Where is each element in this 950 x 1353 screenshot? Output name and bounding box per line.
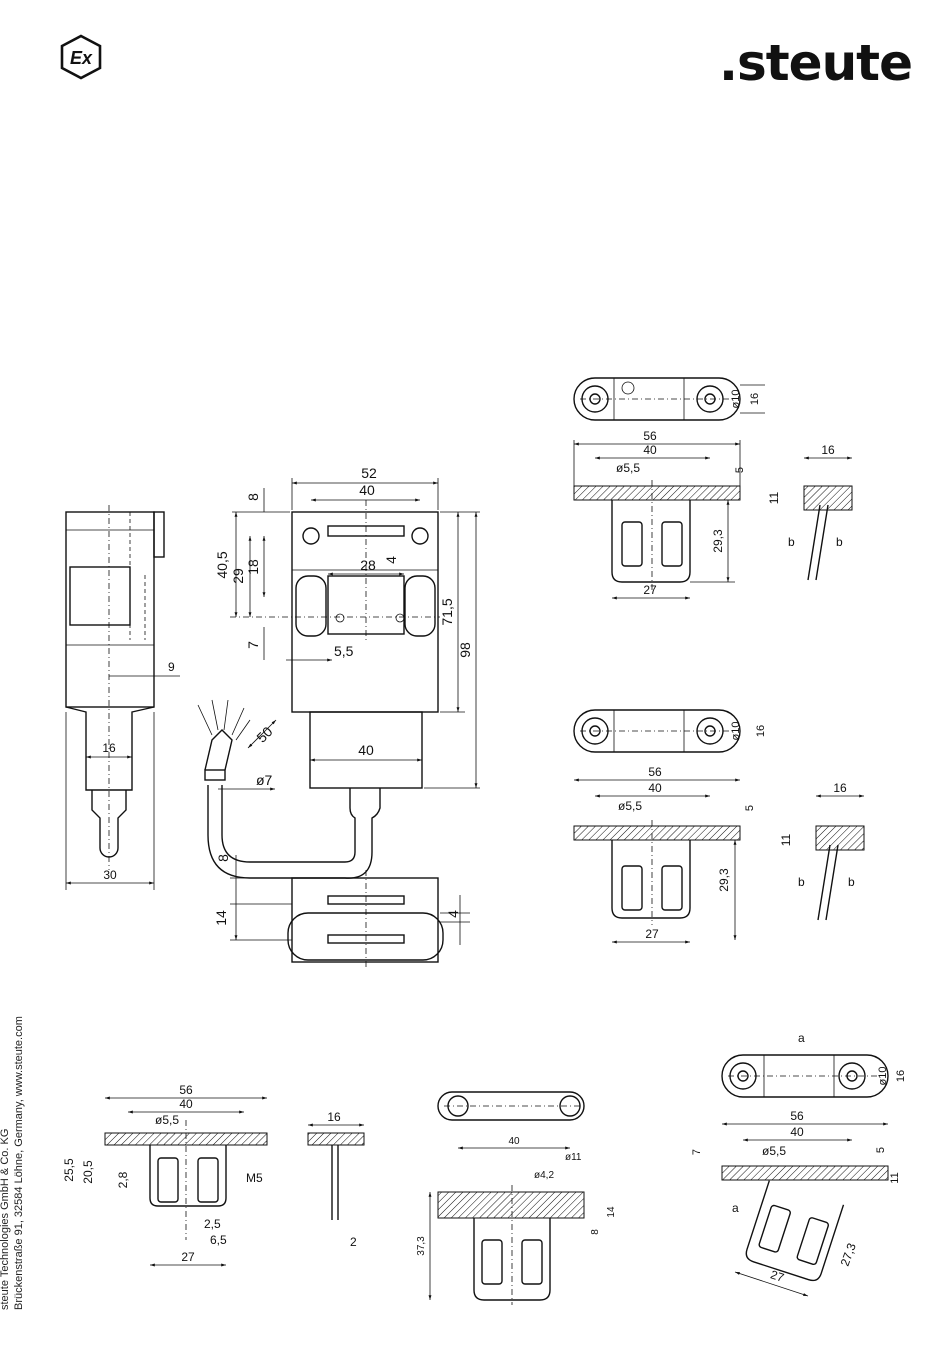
dim-2-8: 2,8 [116, 1171, 130, 1188]
actuator-bottom-mid: 40 ø11 ø4,2 14 8 37,3 [416, 1091, 617, 1305]
bottom-view: 8 14 4 [213, 854, 470, 968]
dim-dia5-5: ø5,5 [618, 799, 642, 813]
dim-27: 27 [181, 1250, 195, 1264]
dim-40: 40 [508, 1136, 520, 1147]
dim-50: 50 [253, 723, 275, 745]
dim-dia10: ø10 [730, 722, 742, 741]
label-b: b [798, 875, 805, 889]
dim-28: 28 [360, 557, 376, 573]
dim-71-5: 71,5 [439, 598, 455, 625]
ex-mark: Ex [70, 48, 93, 68]
footer-company: steute Technologies GmbH & Co. KG [0, 1128, 11, 1310]
dim-dia11: ø11 [565, 1152, 582, 1163]
label-b: b [788, 535, 795, 549]
dim-37-3: 37,3 [416, 1236, 427, 1256]
dim-29-3: 29,3 [717, 868, 731, 892]
dim-56: 56 [648, 765, 662, 779]
dim-27: 27 [769, 1267, 786, 1285]
dim-27-3: 27,3 [838, 1241, 859, 1268]
footer-address: steute Technologies GmbH & Co. KG Brücke… [0, 1016, 26, 1310]
dim-14: 14 [606, 1206, 617, 1218]
dim-2-5: 2,5 [204, 1217, 221, 1231]
dim-dia5-5: ø5,5 [762, 1144, 786, 1158]
dim-16: 16 [749, 393, 761, 405]
dim-27: 27 [645, 927, 659, 941]
dim-5-5: 5,5 [334, 643, 354, 659]
dim-40: 40 [790, 1125, 804, 1139]
dim-5: 5 [744, 805, 756, 811]
dim-29: 29 [230, 568, 246, 584]
label-a: a [798, 1031, 805, 1045]
dim-2: 2 [350, 1235, 357, 1249]
label-b2: b [836, 535, 843, 549]
dim-40: 40 [643, 443, 657, 457]
dim-5: 5 [734, 467, 746, 473]
dim-25-5: 25,5 [62, 1158, 76, 1182]
dim-98: 98 [457, 642, 473, 658]
actuator-mid: ø10 16 56 40 ø5,5 5 29,3 27 16 11 b b [573, 709, 865, 944]
dim-29-3: 29,3 [711, 529, 725, 553]
dim-4: 4 [383, 556, 399, 564]
footer-street: Brückenstraße 91, 32584 Löhne, Germany, … [13, 1016, 25, 1310]
dim-5: 5 [875, 1147, 887, 1153]
dim-20-5: 20,5 [81, 1160, 95, 1184]
dim-56: 56 [790, 1109, 804, 1123]
dim-56: 56 [643, 429, 657, 443]
dim-40-5: 40,5 [214, 551, 230, 578]
dim-7: 7 [245, 641, 261, 649]
dim-52: 52 [361, 465, 377, 481]
dim-8-b: 8 [215, 854, 231, 862]
dim-side-11: 11 [779, 833, 793, 846]
actuator-bottom-right: a ø10 16 56 40 ø5,5 7 5 11 a 27,3 27 [691, 1031, 907, 1297]
label-m5: M5 [246, 1171, 263, 1185]
dim-27: 27 [643, 583, 657, 597]
dim-40: 40 [179, 1097, 193, 1111]
dim-18: 18 [245, 559, 261, 575]
dim-40: 40 [648, 781, 662, 795]
dim-16: 16 [102, 741, 116, 755]
dim-dia5-5: ø5,5 [155, 1113, 179, 1127]
dim-dia4-2: ø4,2 [534, 1170, 554, 1181]
dim-40-b: 40 [358, 742, 374, 758]
dim-14: 14 [213, 910, 229, 926]
dim-4-b: 4 [445, 910, 461, 918]
front-view: 52 40 28 4 40,5 29 18 8 7 5,5 71,5 [197, 465, 480, 879]
dim-side-16: 16 [833, 781, 847, 795]
dim-40: 40 [359, 482, 375, 498]
dim-dia5-5: ø5,5 [616, 461, 640, 475]
dim-8: 8 [245, 493, 261, 501]
dim-16: 16 [755, 725, 767, 737]
dim-dia10: ø10 [877, 1067, 889, 1086]
dim-dia10: ø10 [730, 390, 742, 409]
dim-7: 7 [691, 1149, 703, 1155]
label-a2: a [732, 1201, 739, 1215]
dim-side-16: 16 [327, 1110, 341, 1124]
brand-logo: .steute [719, 34, 913, 92]
dim-9: 9 [168, 660, 175, 674]
dim-8: 8 [590, 1229, 601, 1235]
dim-dia-7: ø7 [256, 772, 273, 788]
dim-side-11: 11 [767, 491, 781, 504]
ex-hexagon-icon: Ex [60, 34, 102, 80]
actuator-top: ø10 16 56 40 ø5,5 29,3 27 5 16 11 [573, 377, 853, 600]
actuator-bottom-left: 56 40 ø5,5 25,5 20,5 2,8 M5 2,5 6,5 27 1… [62, 1083, 365, 1267]
dim-6-5: 6,5 [210, 1233, 227, 1247]
dim-16: 16 [895, 1070, 907, 1082]
dim-side-16: 16 [821, 443, 835, 457]
dim-56: 56 [179, 1083, 193, 1097]
side-view: 30 16 9 [65, 505, 180, 890]
label-b2: b [848, 875, 855, 889]
dim-30: 30 [103, 868, 117, 882]
dim-11: 11 [889, 1172, 901, 1183]
